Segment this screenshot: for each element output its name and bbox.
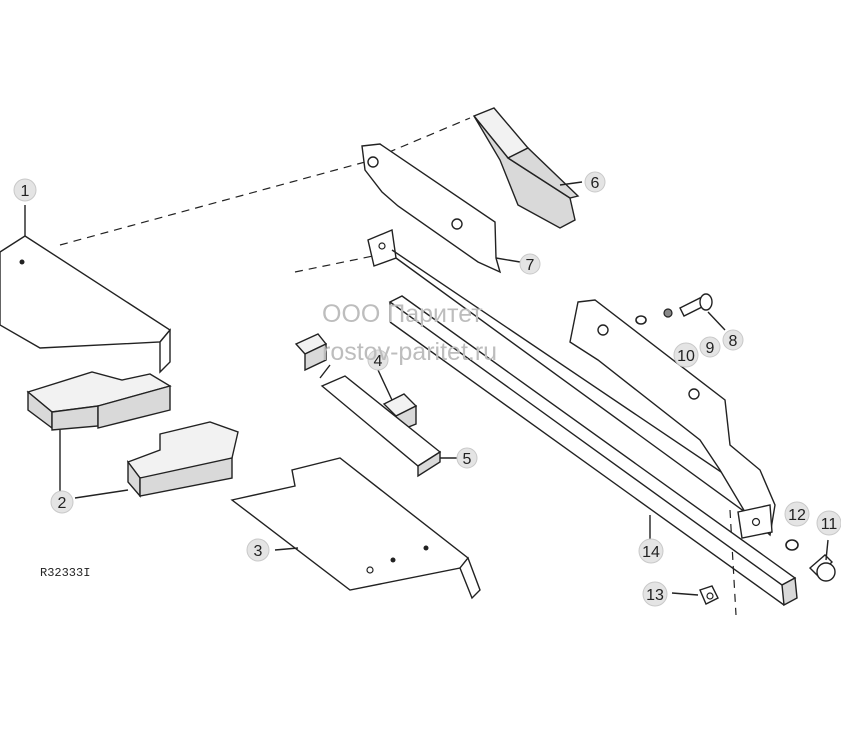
part-1-cover-plate xyxy=(0,205,172,374)
callout-2: 2 xyxy=(58,495,67,512)
part-4-5-channel-assembly xyxy=(294,333,458,478)
part-6-foam-strip xyxy=(472,107,583,229)
callout-10: 10 xyxy=(677,348,695,365)
callout-1: 1 xyxy=(21,183,30,200)
side-plate xyxy=(569,299,776,539)
callouts: 1 2 3 4 5 6 7 8 9 10 11 12 13 14 xyxy=(13,171,841,607)
callout-13: 13 xyxy=(646,587,664,604)
callout-4: 4 xyxy=(374,353,383,370)
callout-6: 6 xyxy=(591,175,600,192)
hardware xyxy=(635,293,836,605)
part-7-bracket xyxy=(361,143,771,513)
part-3-lower-plate xyxy=(230,457,481,600)
callout-7: 7 xyxy=(526,257,535,274)
callout-9: 9 xyxy=(706,340,715,357)
watermark-website: rostov-paritet.ru xyxy=(322,338,497,366)
callout-14: 14 xyxy=(642,544,660,561)
drawing-reference-code: R32333I xyxy=(40,566,90,580)
callout-5: 5 xyxy=(463,451,472,468)
part-2-foam-blocks xyxy=(26,371,239,499)
callout-12: 12 xyxy=(788,507,806,524)
watermark-company: ООО Паритет xyxy=(322,300,483,328)
callout-8: 8 xyxy=(729,333,738,350)
part-14-rail xyxy=(388,295,798,607)
callout-3: 3 xyxy=(254,543,263,560)
callout-11: 11 xyxy=(821,516,838,533)
